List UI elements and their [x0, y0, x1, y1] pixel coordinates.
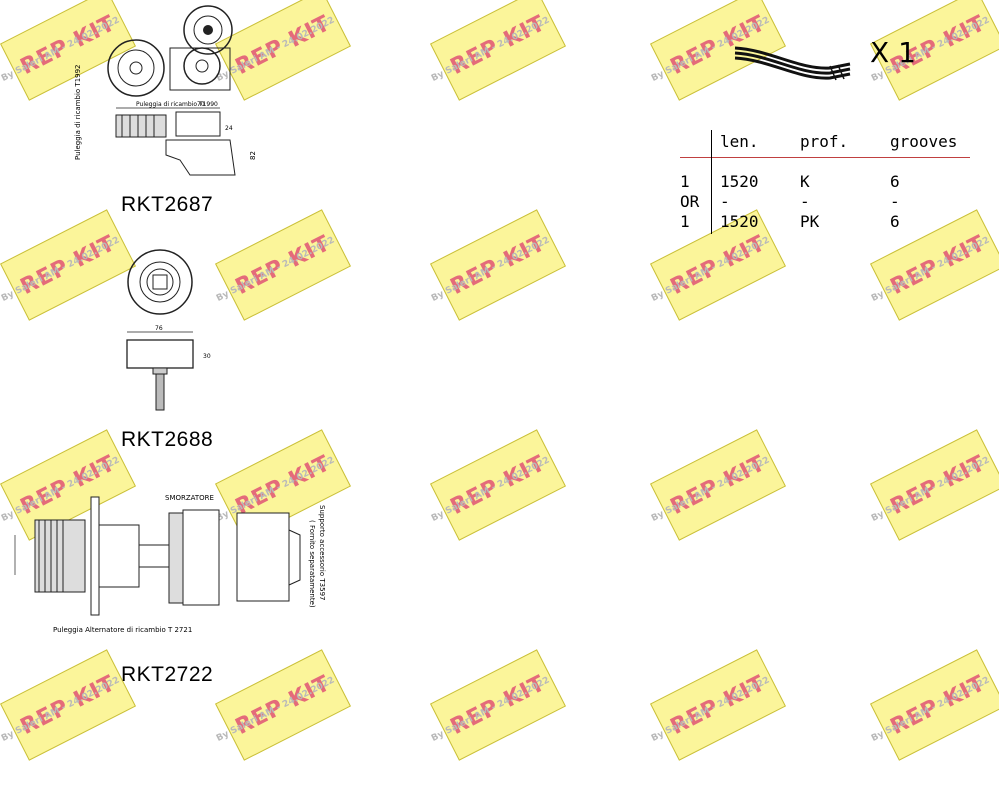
table-cell: 1	[680, 172, 690, 191]
table-cell: OR	[680, 192, 700, 211]
product-code-rkt2687: RKT2687	[121, 193, 214, 216]
dim-24: 24	[225, 125, 233, 132]
alternator-pulley-drawing: SMORZATORE Supporto accessorio T3597 ( F…	[14, 494, 326, 634]
table-cell: -	[890, 192, 900, 211]
belt-drawing	[734, 46, 851, 81]
label-t1992: Puleggia di ricambio T1992	[74, 64, 82, 160]
label-t2721: Puleggia Alternatore di ricambio T 2721	[53, 626, 192, 634]
label-smorzatore: SMORZATORE	[165, 494, 214, 502]
table-cell: -	[720, 192, 730, 211]
product-code-rkt2688: RKT2688	[121, 428, 214, 451]
belt-quantity: X 1	[870, 36, 916, 69]
header-grooves: grooves	[890, 132, 958, 151]
label-t1990: 82	[249, 151, 257, 160]
table-cell: 1520	[720, 212, 759, 231]
table-cell: 6	[890, 212, 900, 231]
header-prof: prof.	[800, 132, 849, 151]
dim-82: Puleggia di ricambio T1990	[136, 101, 218, 108]
table-cell: PK	[800, 212, 820, 231]
dim-30: 30	[203, 353, 211, 360]
table-cell: -	[800, 192, 810, 211]
table-cell: K	[800, 172, 810, 191]
table-cell: 1	[680, 212, 690, 231]
table-column-divider	[711, 130, 712, 234]
label-support: Supporto accessorio T3597	[318, 505, 326, 600]
dim-70: 70	[197, 101, 205, 108]
table-header-divider	[680, 157, 970, 158]
table-cell: 1520	[720, 172, 759, 191]
product-code-rkt2722: RKT2722	[121, 663, 214, 686]
dim-76: 76	[155, 325, 163, 332]
header-len: len.	[720, 132, 759, 151]
idler-pulley-drawing: 76 30	[126, 249, 211, 411]
tensioner-drawing: Puleggia di ricambio T1990 70 24 Puleggi…	[74, 5, 257, 176]
label-supplied-separately: ( Fornito separatamente)	[308, 520, 316, 608]
table-cell: 6	[890, 172, 900, 191]
